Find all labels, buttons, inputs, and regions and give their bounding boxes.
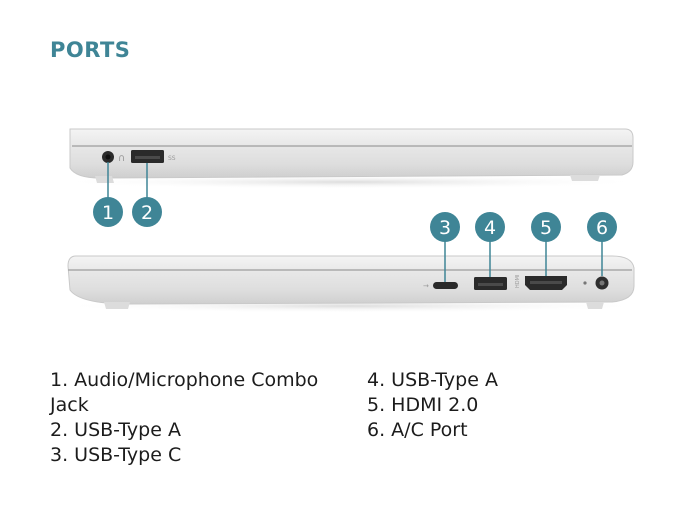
callout-4-label: 4 xyxy=(484,217,496,239)
callout-5-label: 5 xyxy=(540,217,552,239)
left-view-shadow xyxy=(50,175,650,189)
callout-3-label: 3 xyxy=(439,217,451,239)
callout-1-label: 1 xyxy=(102,202,114,224)
callout-1 xyxy=(93,197,123,227)
usb-c-port xyxy=(433,282,458,289)
foot-left-2 xyxy=(104,302,130,309)
callout-3 xyxy=(430,212,460,242)
callout-6-label: 6 xyxy=(596,217,608,239)
legend-item-3: 3. USB-Type C xyxy=(50,444,182,466)
foot-left xyxy=(95,176,114,183)
right-side-view: → HDMI 3 4 5 6 xyxy=(50,212,650,313)
callout-2-label: 2 xyxy=(141,202,153,224)
left-side-view: ∩ SS 1 2 xyxy=(50,128,650,227)
legend-item-2: 2. USB-Type A xyxy=(50,419,181,441)
hdmi-small-label: HDMI xyxy=(515,275,521,288)
laptop-body-right xyxy=(67,255,635,305)
legend-item-1: 1. Audio/Microphone Combo Jack xyxy=(50,369,319,416)
foot-right-2 xyxy=(586,302,604,309)
usb-a-small-label: SS xyxy=(168,155,176,162)
headphone-icon: ∩ xyxy=(118,153,125,164)
usb-c-icon: → xyxy=(423,282,429,290)
callout-4 xyxy=(475,212,505,242)
legend-item-4: 4. USB-Type A xyxy=(367,369,498,391)
charge-led xyxy=(583,281,587,285)
legend-item-5: 5. HDMI 2.0 xyxy=(367,394,479,416)
callout-6 xyxy=(587,212,617,242)
foot-right xyxy=(570,175,600,181)
port-legend-right: 4. USB-Type A 5. HDMI 2.0 6. A/C Port xyxy=(367,368,657,443)
callout-2 xyxy=(132,197,162,227)
port-legend-left: 1. Audio/Microphone Combo Jack 2. USB-Ty… xyxy=(50,368,340,468)
page-title: PORTS xyxy=(50,38,131,62)
callout-5 xyxy=(531,212,561,242)
laptop-body-left xyxy=(69,128,634,179)
legend-item-6: 6. A/C Port xyxy=(367,419,468,441)
